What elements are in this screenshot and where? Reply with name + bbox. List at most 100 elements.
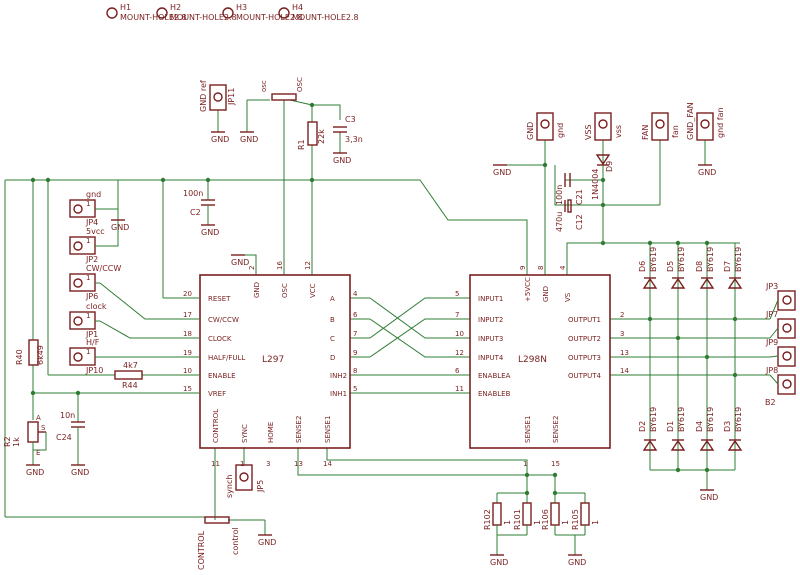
jumper-pin-number: 1 <box>86 312 90 320</box>
svg-text:H2: H2 <box>170 3 181 12</box>
jumper-label: 5vcc <box>86 227 105 236</box>
l297-pin-name: CONTROL <box>212 409 220 443</box>
diode-value: BY619 <box>706 407 715 432</box>
l298-chip: L298N 5INPUT17INPUT210INPUT312INPUT46ENA… <box>455 265 629 468</box>
connector-name: FAN <box>641 125 650 140</box>
mount-hole-h4: H4 MOUNT-HOLE2.8 <box>278 3 359 22</box>
potentiometer-r2: R2 1k A E S <box>3 414 47 465</box>
diode-id: D8 <box>695 261 704 272</box>
l298-pin-number: 8 <box>537 266 545 270</box>
l298-pin-name: OUTPUT3 <box>568 354 601 362</box>
l297-pin-name: A <box>330 295 335 303</box>
l298-pin-number: 7 <box>455 311 459 319</box>
ground-icon: GND <box>211 131 229 144</box>
l297-pin-number: 18 <box>183 330 192 338</box>
ground-label: GND <box>700 493 718 502</box>
l297-pin-name: C <box>330 335 335 343</box>
l297-pin-name: SENSE1 <box>324 416 332 443</box>
diode-value: BY619 <box>677 407 686 432</box>
jumper-label: gnd <box>86 190 101 199</box>
svg-text:synch: synch <box>225 475 234 498</box>
svg-text:C24: C24 <box>56 433 72 442</box>
jumper-pin-number: 1 <box>86 237 90 245</box>
jumper-id: JP2 <box>85 255 98 264</box>
svg-text:MOUNT-HOLE2.8: MOUNT-HOLE2.8 <box>292 13 359 22</box>
jumper-id: JP4 <box>85 218 98 227</box>
l297-pin-name: SYNC <box>241 424 249 443</box>
diode-d9: 1N4004 D9 <box>591 154 614 200</box>
ground-label: GND <box>240 135 258 144</box>
mount-hole-h1: H1 MOUNT-HOLE2.8 <box>106 3 187 22</box>
resistor-value: 1 <box>503 520 512 525</box>
l298-pin-number: 3 <box>620 330 624 338</box>
l298-pin-name: INPUT3 <box>478 335 503 343</box>
l298-pin-number: 2 <box>620 311 624 319</box>
svg-text:3,3n: 3,3n <box>345 135 363 144</box>
l297-pin-number: 17 <box>183 311 192 319</box>
ground-label: GND <box>493 168 511 177</box>
ground-label: GND <box>211 135 229 144</box>
svg-text:10n: 10n <box>60 411 75 420</box>
diode-value: BY619 <box>734 247 743 272</box>
jumper-id: JP10 <box>85 366 103 375</box>
svg-text:S: S <box>41 424 46 432</box>
l298-pin-name: +5VCC <box>524 277 532 302</box>
output-id: JP7 <box>765 310 778 319</box>
svg-text:C2: C2 <box>190 208 201 217</box>
diode-id: D6 <box>638 261 647 272</box>
ground-icon: GND <box>568 554 586 567</box>
ground-label: GND <box>201 228 219 237</box>
l297-pin-number: 19 <box>183 349 192 357</box>
ground-label: GND <box>111 223 129 232</box>
ground-label: GND <box>258 538 276 547</box>
jumper-pin-number: 1 <box>86 348 90 356</box>
ground-label: GND <box>231 258 249 267</box>
diode-value: BY619 <box>649 407 658 432</box>
jumper-label: CW/CCW <box>86 264 121 273</box>
osc-connector: osc OSC <box>260 77 304 101</box>
connector-name: GND <box>526 122 535 140</box>
l297-pin-number: 3 <box>266 460 270 468</box>
ground-icon: GND <box>700 489 718 502</box>
l297-pin-name: VCC <box>309 283 317 298</box>
l297-chip: L297 20RESET17CW/CCW18CLOCK19HALF/FULL10… <box>178 261 358 468</box>
ground-icon: GND <box>698 164 716 177</box>
l298-pin-name: INPUT1 <box>478 295 503 303</box>
svg-text:100n: 100n <box>183 189 203 198</box>
junction-dots <box>30 102 738 496</box>
svg-text:E: E <box>36 449 40 457</box>
resistor-r1: R1 22k <box>297 121 326 150</box>
l297-pin-name: CW/CCW <box>208 316 239 324</box>
l298-pin-name: INPUT2 <box>478 316 503 324</box>
l298-pin-number: 15 <box>551 460 560 468</box>
connector-value: gnd fan <box>716 107 725 138</box>
wires <box>4 99 770 555</box>
svg-text:A: A <box>36 414 41 422</box>
capacitor-c21: 100n C21 <box>555 173 584 205</box>
l298-pin-number: 6 <box>455 367 460 375</box>
svg-text:L297: L297 <box>262 355 284 365</box>
ground-icon: GND <box>493 164 511 177</box>
l297-pin-name: HALF/FULL <box>208 354 245 362</box>
diode-value: BY619 <box>706 247 715 272</box>
resistor-value: 1 <box>533 520 542 525</box>
l298-pin-name: GND <box>542 286 550 302</box>
svg-text:JP5: JP5 <box>256 480 265 493</box>
output-b2-label: B2 <box>765 398 776 407</box>
l297-pin-name: INH1 <box>330 390 347 398</box>
l297-pin-number: 5 <box>353 385 357 393</box>
ground-label: GND <box>698 168 716 177</box>
l298-pin-name: SENSE1 <box>524 416 532 443</box>
